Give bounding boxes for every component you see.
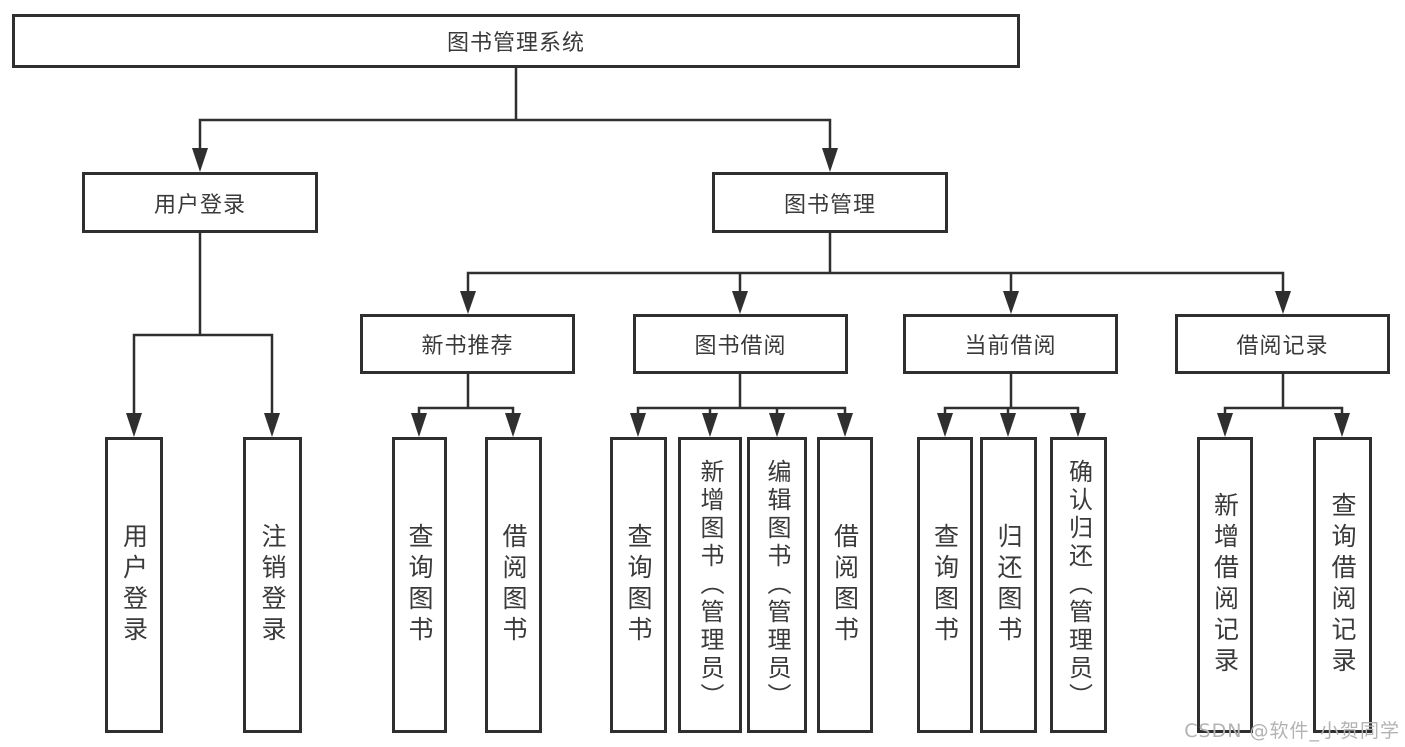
leaf-label: 借阅图书 bbox=[499, 523, 528, 647]
arrow-icon bbox=[732, 291, 748, 314]
arrow-icon bbox=[630, 413, 646, 437]
leaf-current-return-books: 归还图书 bbox=[980, 437, 1037, 733]
connector-user-login bbox=[132, 231, 274, 419]
leaf-newbook-borrow-books: 借阅图书 bbox=[485, 437, 542, 733]
arrow-icon bbox=[460, 291, 476, 314]
leaf-current-confirm-return-admin: 确认归还（管理员） bbox=[1050, 437, 1107, 733]
node-book-borrowing: 图书借阅 bbox=[633, 314, 848, 374]
connector-root bbox=[198, 66, 832, 154]
node-library-management-system: 图书管理系统 bbox=[12, 14, 1020, 68]
arrow-icon bbox=[702, 413, 718, 437]
leaf-label: 借阅图书 bbox=[830, 523, 860, 647]
arrowheads bbox=[126, 148, 1350, 437]
connector-book-borrowing bbox=[636, 372, 847, 419]
arrow-icon bbox=[505, 413, 521, 437]
leaf-newbook-query-books: 查询图书 bbox=[392, 437, 447, 733]
watermark: CSDN @软件_小贺同学 bbox=[1184, 720, 1400, 742]
arrow-icon bbox=[411, 413, 427, 437]
leaf-label: 查询图书 bbox=[624, 523, 653, 647]
node-current-borrowing: 当前借阅 bbox=[903, 314, 1118, 374]
leaf-label: 确认归还（管理员） bbox=[1064, 459, 1093, 711]
connector-new-book-recommend bbox=[417, 372, 515, 419]
arrow-icon bbox=[1334, 413, 1350, 437]
leaf-user-login: 用户登录 bbox=[105, 437, 163, 733]
leaf-label: 注销登录 bbox=[258, 523, 287, 647]
arrow-icon bbox=[1003, 291, 1019, 314]
leaf-borrowing-borrow-books: 借阅图书 bbox=[817, 437, 873, 733]
arrow-icon bbox=[264, 413, 280, 437]
leaf-logout: 注销登录 bbox=[243, 437, 302, 733]
leaf-borrowing-add-books-admin: 新增图书（管理员） bbox=[678, 437, 742, 733]
leaf-label: 新增借阅记录 bbox=[1210, 492, 1240, 678]
node-borrowing-records: 借阅记录 bbox=[1175, 314, 1390, 374]
leaf-records-query-record: 查询借阅记录 bbox=[1313, 437, 1372, 733]
leaf-borrowing-edit-books-admin: 编辑图书（管理员） bbox=[747, 437, 807, 733]
arrow-icon bbox=[937, 413, 953, 437]
arrow-icon bbox=[769, 413, 785, 437]
connector-current-borrowing bbox=[943, 372, 1080, 419]
arrow-icon bbox=[1000, 413, 1016, 437]
node-new-book-recommend: 新书推荐 bbox=[360, 314, 575, 374]
connector-borrowing-records bbox=[1223, 372, 1344, 419]
arrow-icon bbox=[1217, 413, 1233, 437]
leaf-label: 编辑图书（管理员） bbox=[763, 459, 791, 711]
arrow-icon bbox=[1070, 413, 1086, 437]
leaf-borrowing-query-books: 查询图书 bbox=[610, 437, 667, 733]
node-book-management: 图书管理 bbox=[712, 172, 948, 233]
arrow-icon bbox=[1275, 291, 1291, 314]
leaf-label: 查询借阅记录 bbox=[1328, 492, 1357, 678]
leaf-label: 查询图书 bbox=[405, 523, 434, 647]
arrow-icon bbox=[192, 148, 208, 172]
arrow-icon bbox=[837, 413, 853, 437]
node-user-login: 用户登录 bbox=[82, 172, 318, 233]
arrow-icon bbox=[822, 148, 838, 172]
leaf-label: 新增图书（管理员） bbox=[696, 459, 724, 711]
leaf-current-query-books: 查询图书 bbox=[917, 437, 973, 733]
arrow-icon bbox=[126, 413, 142, 437]
leaf-label: 查询图书 bbox=[930, 523, 960, 647]
leaf-records-add-record: 新增借阅记录 bbox=[1197, 437, 1253, 733]
leaf-label: 归还图书 bbox=[994, 523, 1023, 647]
leaf-label: 用户登录 bbox=[119, 523, 149, 647]
connector-book-management bbox=[466, 231, 1285, 297]
